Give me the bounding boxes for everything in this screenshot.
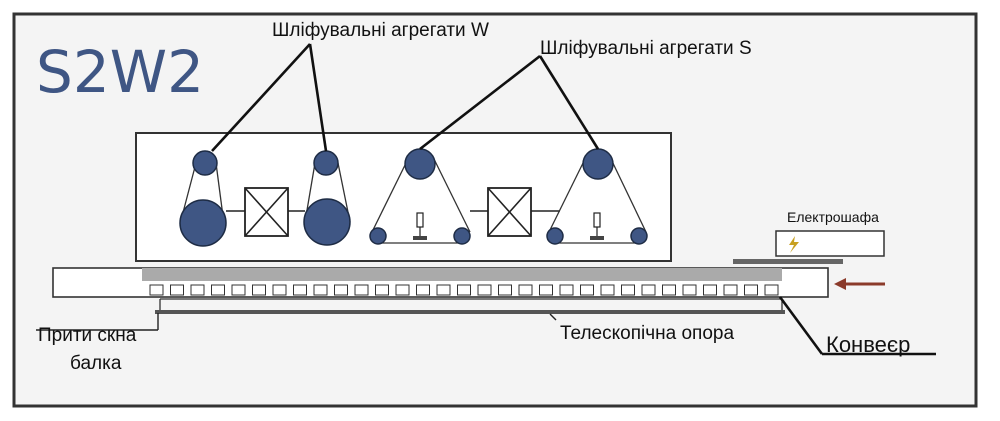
sanding-unit-w2 — [303, 150, 351, 246]
conveyor-roller — [641, 284, 656, 296]
sanding-unit-s1 — [369, 148, 471, 245]
conveyor-roller — [744, 284, 758, 296]
electrical-cabinet: Електрошафа — [775, 209, 885, 257]
drum-large — [404, 148, 436, 180]
conveyor — [52, 267, 829, 313]
arrow-left-icon — [834, 278, 885, 290]
conveyor-roller — [293, 284, 307, 296]
conveyor-roller — [498, 284, 512, 296]
drum-small — [192, 150, 218, 176]
conveyor-roller — [211, 284, 225, 296]
drum-small — [546, 227, 564, 245]
motor-w — [226, 187, 305, 237]
drum-small — [453, 227, 471, 245]
label-cabinet: Електрошафа — [787, 209, 879, 225]
conveyor-roller — [723, 284, 738, 296]
sanding-unit-s2 — [546, 148, 648, 245]
pressure-pad — [590, 212, 604, 240]
lightning-icon — [789, 236, 799, 253]
drum-small — [630, 227, 648, 245]
conveyor-roller — [477, 284, 492, 296]
label-units-w: Шліфувальні агрегати W — [272, 20, 489, 41]
conveyor-roller — [231, 284, 246, 296]
conveyor-roller — [416, 284, 430, 296]
lower-leader-lines — [36, 296, 936, 356]
conveyor-roller — [272, 284, 287, 296]
label-units-s: Шліфувальні агрегати S — [540, 38, 752, 59]
conveyor-roller — [662, 284, 676, 296]
diagram-title: S2W2 — [36, 38, 204, 106]
drum-small — [369, 227, 387, 245]
conveyor-roller — [703, 284, 717, 296]
label-support: Телескопічна опора — [560, 323, 734, 344]
label-beam-line1: Прити скна — [38, 325, 137, 346]
outfeed-plate — [733, 259, 843, 264]
drum-large — [303, 198, 351, 246]
label-conveyor: Конвеєр — [826, 332, 910, 357]
conveyor-roller — [436, 284, 451, 296]
machine-housing — [135, 132, 672, 262]
conveyor-roller — [149, 284, 164, 296]
conveyor-roller — [580, 284, 594, 296]
conveyor-roller — [375, 284, 389, 296]
conveyor-belt — [142, 268, 782, 281]
conveyor-rollers — [149, 284, 779, 296]
leader-lines — [211, 43, 600, 152]
conveyor-roller — [252, 284, 266, 296]
drum-large — [179, 199, 227, 247]
conveyor-roller — [539, 284, 553, 296]
drum-small — [313, 150, 339, 176]
conveyor-roller — [334, 284, 348, 296]
conveyor-roller — [457, 284, 471, 296]
label-beam-line2: балка — [70, 353, 122, 374]
conveyor-roller — [621, 284, 635, 296]
drum-large — [582, 148, 614, 180]
motor-s — [470, 187, 560, 237]
conveyor-roller — [600, 284, 615, 296]
conveyor-roller — [682, 284, 697, 296]
conveyor-roller — [764, 284, 779, 296]
conveyor-roller — [190, 284, 205, 296]
conveyor-roller — [518, 284, 533, 296]
telescopic-support — [155, 310, 785, 314]
conveyor-roller — [395, 284, 410, 296]
conveyor-roller — [559, 284, 574, 296]
sanding-unit-w1 — [179, 150, 227, 247]
pressure-pad — [413, 212, 427, 240]
conveyor-roller — [354, 284, 369, 296]
conveyor-roller — [313, 284, 328, 296]
conveyor-roller — [170, 284, 184, 296]
